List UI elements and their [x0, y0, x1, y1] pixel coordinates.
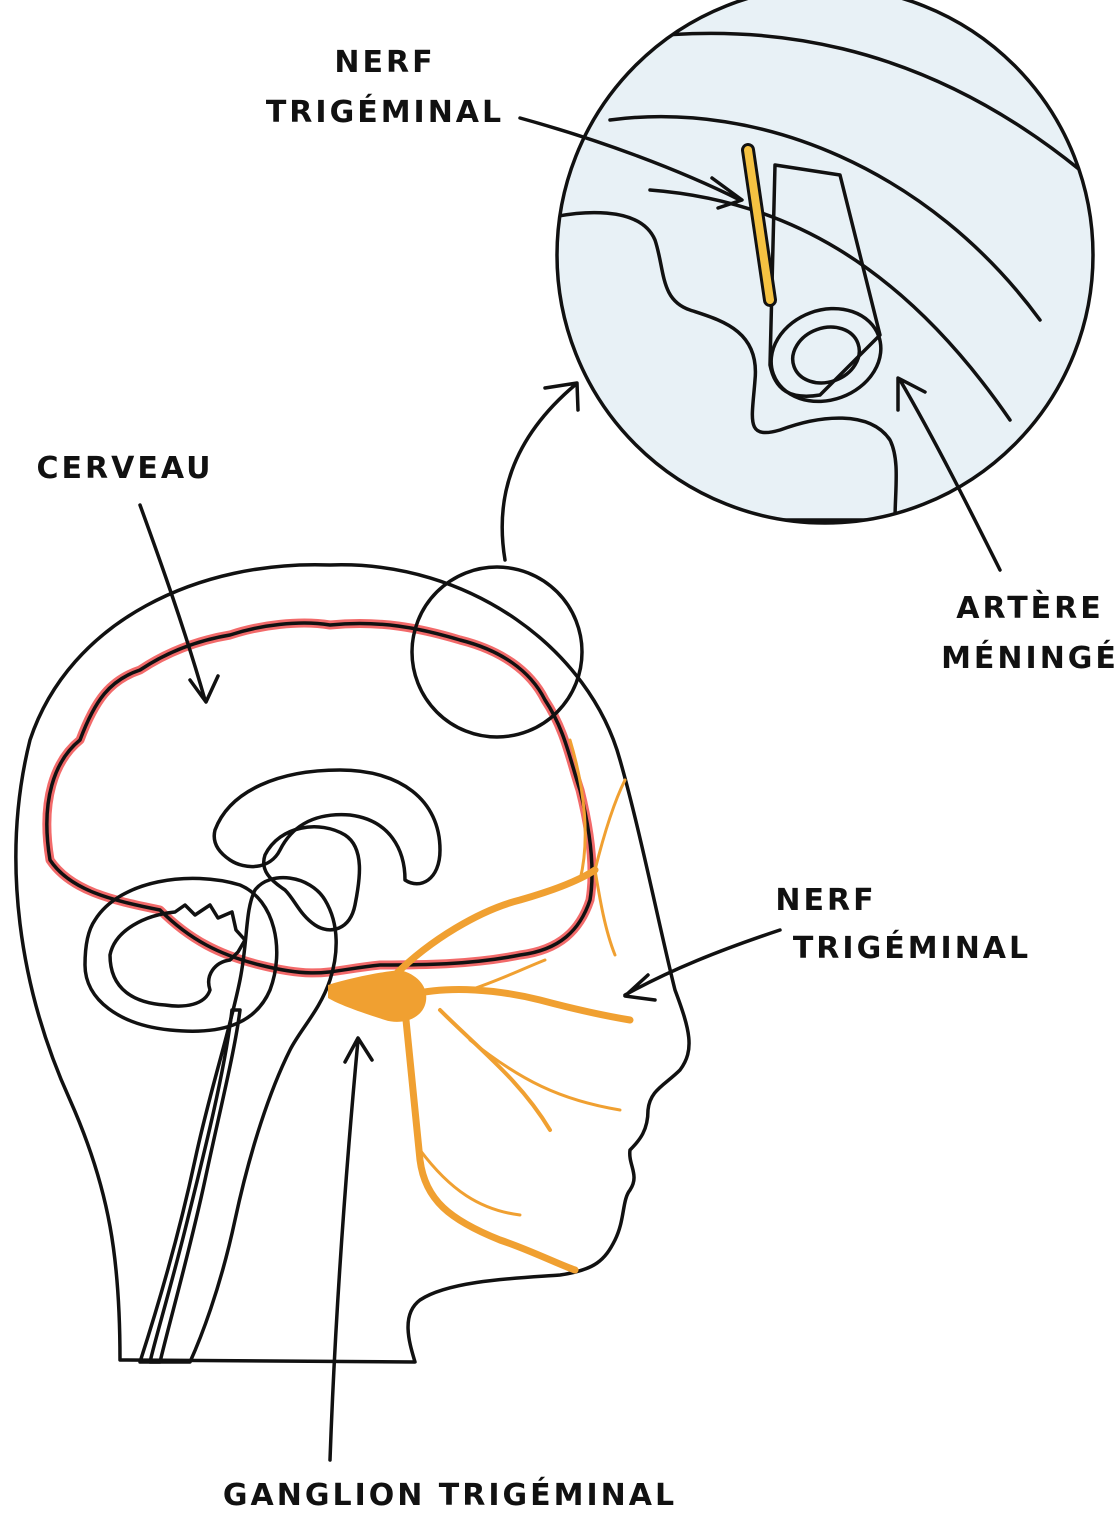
nerve-branch-mandibular-fine-2: [470, 1040, 620, 1110]
label-artere-1: ARTÈRE: [956, 590, 1104, 626]
nerve-branch-mandibular-fine-3: [420, 1150, 520, 1215]
zoom-arrow: [502, 383, 578, 560]
nerve-branch-mandibular-fine-1: [440, 1010, 550, 1130]
arrow-ganglion: [330, 1038, 372, 1460]
label-cerveau: CERVEAU: [37, 451, 214, 486]
label-nerf-top-2: TRIGÉMINAL: [266, 94, 504, 130]
label-artere-2: MÉNINGÉ: [941, 640, 1118, 676]
label-nerf-top-1: NERF: [334, 45, 435, 80]
zoom-detail: [540, 0, 1118, 540]
spinal-canal: [150, 1010, 240, 1362]
nerve-branch-ophthalmic-fine-2: [595, 870, 615, 955]
nerve-branch-mandibular: [405, 1010, 575, 1270]
label-nerf-right-2: TRIGÉMINAL: [793, 930, 1031, 966]
trigeminal-nerve-branches: [328, 740, 630, 1270]
label-nerf-right-1: NERF: [775, 883, 876, 918]
label-ganglion: GANGLION TRIGÉMINAL: [223, 1477, 677, 1513]
cerebrum: [47, 623, 592, 973]
cerebellum: [85, 878, 277, 1031]
trigeminal-ganglion: [328, 970, 426, 1022]
nerve-branch-ophthalmic-fine-1: [595, 780, 625, 870]
arrow-nerf-right: [625, 930, 780, 1000]
